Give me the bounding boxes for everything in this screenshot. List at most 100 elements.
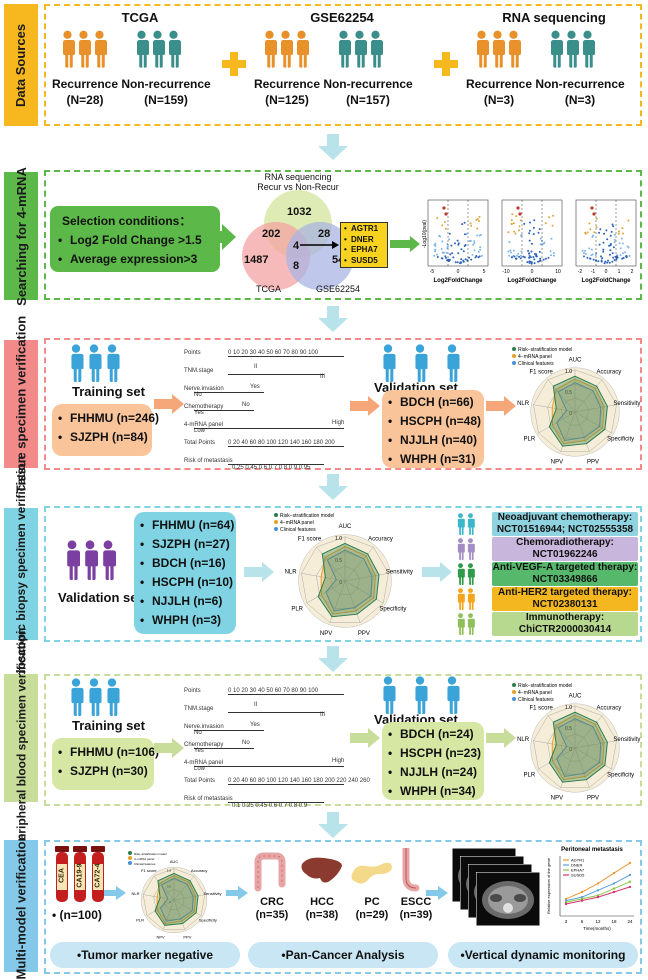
recurrence-text: Recurrence: [253, 77, 321, 91]
legend-swatch: [512, 697, 516, 701]
radar-series-mrna: [320, 545, 377, 615]
volcano-point: [457, 252, 460, 255]
volcano-point: [538, 250, 541, 253]
validation-set-label: Validation set: [58, 590, 142, 605]
volcano-point: [478, 215, 481, 218]
nonrecurrence-text: Non-recurrence: [535, 77, 625, 91]
line-point: [612, 882, 616, 885]
volcano-point: [454, 242, 456, 245]
line-xlabel: Time(months): [583, 926, 611, 931]
organ-label: HCC(n=38): [302, 896, 342, 922]
volcano-point: [610, 230, 613, 233]
person-icon: [444, 676, 460, 714]
volcano-point: [528, 255, 531, 257]
person-recurrence-icon: [506, 30, 521, 68]
volcano-point: [462, 260, 465, 263]
summary-pill: • Tumor marker negative: [50, 942, 240, 968]
volcano-point: [544, 257, 547, 260]
radar-axis-label: Accuracy: [597, 706, 622, 712]
volcano-point: [434, 248, 437, 251]
radar-series-risk: [154, 872, 199, 926]
legend-swatch: [274, 527, 278, 531]
validation-item: HSCPH (n=23): [388, 744, 481, 763]
line-point: [564, 902, 568, 906]
volcano-point: [552, 252, 555, 254]
volcano-point: [528, 262, 531, 264]
conditions-title: Selection conditions：: [62, 214, 192, 228]
down-arrow-icon: [318, 812, 348, 838]
volcano-xlabel: Log2FoldChange: [508, 278, 558, 284]
arrow-right-icon: [104, 886, 126, 900]
therapy-box: Anti-VEGF-A targeted therapy:NCT03349866: [492, 562, 638, 586]
colon-icon: [254, 852, 286, 892]
line-point: [580, 899, 584, 902]
organ-count: (n=35): [255, 909, 289, 921]
volcano-point: [510, 219, 513, 222]
volcano-point: [522, 255, 525, 258]
volcano-point: [606, 261, 609, 264]
blood-tube-icon: [55, 846, 69, 902]
volcano-point: [597, 260, 600, 263]
section-label-tissue: Tissue specimen verification: [4, 315, 38, 493]
volcano-point: [446, 245, 449, 248]
volcano-point: [519, 257, 522, 260]
person-recurrence-icon: [278, 30, 293, 68]
volcano-point: [461, 223, 464, 226]
volcano-point: [511, 256, 513, 259]
volcano-point: [518, 212, 522, 216]
radar-legend-label: Clinical features: [280, 527, 316, 533]
person-icon: [82, 540, 98, 580]
person-nonrecurrence-icon: [548, 30, 563, 68]
legend-swatch: [274, 513, 278, 517]
volcano-point: [529, 256, 532, 259]
nomogram-ticks: 0 10 20 30 40 50 60 70 80 90 100: [228, 350, 319, 356]
therapy-box: Neoadjuvant chemotherapy:NCT01516944; NC…: [492, 512, 638, 536]
volcano-point: [586, 231, 589, 234]
volcano-xlabel: Log2FoldChange: [582, 278, 632, 284]
volcano-point: [469, 239, 472, 242]
validation-item: NJJLH (n=24): [388, 763, 478, 782]
person-nonrecurrence-icon: [336, 30, 351, 68]
gene-item: AGTR1: [344, 224, 384, 235]
nomogram-axis: [194, 428, 344, 429]
volcano-point: [444, 212, 448, 216]
section-title: Data Sources: [13, 23, 29, 107]
venn-title-line2: Recur vs Non-Recur: [257, 182, 339, 192]
volcano-point: [602, 241, 605, 244]
volcano-point: [539, 259, 542, 262]
person-recurrence-icon: [92, 30, 107, 68]
line-point: [580, 895, 584, 899]
radar-axis-label: NPV: [551, 460, 563, 466]
volcano-point: [519, 219, 522, 222]
therapy-trial: NCT03349866: [532, 574, 598, 585]
person-icon: [68, 678, 84, 716]
arrow-right-icon: [486, 396, 516, 416]
line-xtick: 3: [565, 919, 568, 924]
section-label-searching: Searching for 4-mRNA: [4, 167, 38, 305]
volcano-point: [452, 256, 455, 259]
volcano-point: [537, 231, 540, 234]
training-item: SJZPH (n=30): [58, 762, 148, 781]
volcano-point: [601, 257, 604, 260]
selection-conditions-box: Selection conditions： Log2 Fold Change >…: [50, 206, 220, 272]
organ-count: (n=38): [305, 909, 339, 921]
radar-ring-label: 0.5: [167, 884, 172, 888]
gene-item: EPHA7: [344, 245, 384, 256]
organ-name: HCC: [310, 896, 334, 908]
volcano-point: [449, 253, 452, 256]
volcano-point: [602, 250, 605, 253]
venn-title: RNA sequencing Recur vs Non-Recur: [238, 172, 358, 192]
volcano-point: [434, 242, 437, 245]
radar-axis-label: PPV: [587, 460, 599, 466]
volcano-point: [514, 232, 517, 235]
radar-ring-label: 0.5: [565, 726, 572, 732]
nomogram-row-label: Nerve.invasion: [184, 724, 224, 730]
volcano-point: [473, 242, 476, 244]
person-icon: [104, 678, 120, 716]
volcano-point: [451, 252, 454, 255]
line-point: [628, 861, 632, 865]
section-label-peripheral: Peripheral blood specimen verification: [4, 628, 38, 848]
